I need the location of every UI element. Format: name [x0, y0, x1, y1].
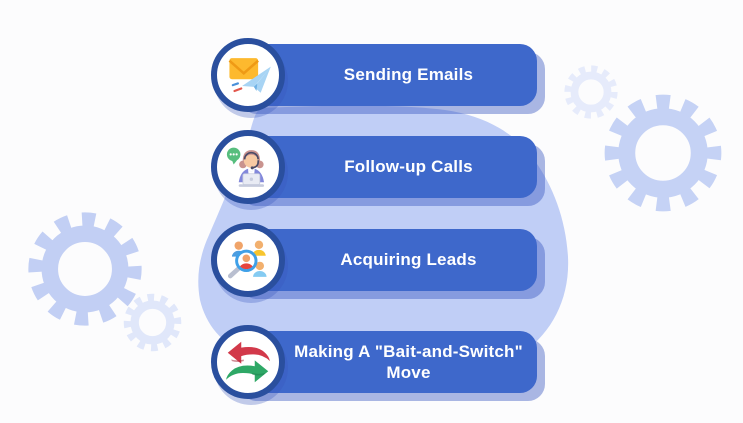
step-icon-badge [211, 325, 285, 399]
lead-search-icon [227, 240, 267, 279]
step-label: Follow-up Calls [344, 157, 473, 177]
step-label: Making A "Bait-and-Switch" Move [294, 341, 523, 382]
step-label: Sending Emails [343, 65, 474, 85]
gear-icon [604, 94, 722, 212]
step-icon-badge [211, 130, 285, 204]
step-item-acquiring-leads: Acquiring Leads [211, 223, 537, 297]
gear-icon [123, 293, 182, 352]
step-item-bait-and-switch: Making A "Bait-and-Switch" Move [211, 325, 537, 399]
step-icon-badge [211, 223, 285, 297]
support-agent-icon [226, 147, 265, 187]
step-icon-badge [211, 38, 285, 112]
step-label: Acquiring Leads [340, 250, 477, 270]
step-item-follow-up-calls: Follow-up Calls [211, 130, 537, 204]
gear-icon [28, 212, 142, 326]
gear-icon [564, 65, 618, 119]
step-item-sending-emails: Sending Emails [211, 38, 537, 112]
email-send-icon [228, 58, 271, 93]
switch-arrows-icon [226, 341, 270, 383]
